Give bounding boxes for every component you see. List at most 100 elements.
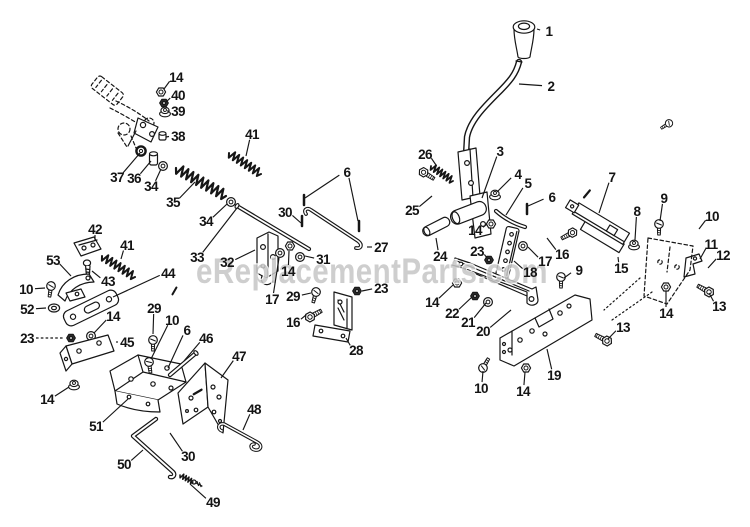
callout-leader xyxy=(419,195,433,208)
callout-label-30: 30 xyxy=(181,449,195,464)
part-nut-22 xyxy=(470,291,480,301)
callout-leader xyxy=(481,370,484,383)
callout-label-30: 30 xyxy=(278,205,292,220)
callout-leader xyxy=(505,187,524,216)
callout-label-6: 6 xyxy=(549,190,557,205)
callout-label-29: 29 xyxy=(286,289,300,304)
callout-label-37: 37 xyxy=(110,170,124,185)
part-nut-4 xyxy=(489,189,501,201)
part-washer-34b xyxy=(226,197,236,207)
callout-leader xyxy=(699,248,707,260)
callout-leader xyxy=(220,360,234,379)
callout-leader xyxy=(458,296,473,310)
callout-leader xyxy=(513,260,523,270)
callout-label-15: 15 xyxy=(614,261,629,276)
callout-leader xyxy=(169,432,183,452)
callout-label-13: 13 xyxy=(616,320,631,335)
callout-label-10: 10 xyxy=(474,381,488,396)
callout-label-1: 1 xyxy=(546,24,554,39)
callout-label-48: 48 xyxy=(247,402,262,417)
callout-label-10: 10 xyxy=(165,313,179,328)
part-bolt-16b xyxy=(559,226,580,243)
watermark-text: eReplacementParts.com xyxy=(196,252,548,291)
callout-label-6: 6 xyxy=(344,165,352,180)
callout-label-33: 33 xyxy=(190,250,205,265)
callout-label-9: 9 xyxy=(661,191,668,206)
callout-leader xyxy=(617,256,620,263)
callout-label-17: 17 xyxy=(265,292,279,307)
callout-leader xyxy=(287,250,290,266)
callout-leader xyxy=(139,160,152,175)
callout-leader xyxy=(496,177,512,193)
part-bolt-13a xyxy=(592,330,615,348)
part-knob-1 xyxy=(512,20,536,60)
callout-label-44: 44 xyxy=(161,266,176,281)
springs-layer xyxy=(100,151,454,485)
callout-leader xyxy=(482,223,488,228)
part-screw-9b xyxy=(556,272,566,289)
callout-leader xyxy=(301,292,312,296)
part-bracket-32 xyxy=(256,231,279,286)
callout-leader xyxy=(183,341,201,362)
part-pin-24 xyxy=(422,216,451,237)
callout-leader xyxy=(54,386,70,397)
part-link-53 xyxy=(57,273,95,302)
part-spacer-38 xyxy=(158,131,167,141)
callout-label-36: 36 xyxy=(127,171,142,186)
callout-leader xyxy=(527,198,544,207)
part-bolt-43 xyxy=(82,259,92,276)
part-bracket-45 xyxy=(59,334,115,372)
callout-label-53: 53 xyxy=(46,253,61,268)
callout-label-32: 32 xyxy=(220,255,234,270)
callout-label-14: 14 xyxy=(281,264,296,279)
part-screw-10b xyxy=(476,355,493,375)
part-spring xyxy=(100,254,136,281)
part-nut-14f xyxy=(660,282,672,292)
callout-label-14: 14 xyxy=(516,384,531,399)
callout-leader xyxy=(707,258,717,269)
callout-leader xyxy=(304,255,315,259)
callout-leader xyxy=(235,249,256,261)
part-pedal-bellcrank xyxy=(127,117,159,147)
part-rod-46 xyxy=(167,350,199,378)
part-nut-14e xyxy=(520,363,532,373)
callout-label-23: 23 xyxy=(20,331,35,346)
callout-label-49: 49 xyxy=(206,495,220,510)
callout-label-3: 3 xyxy=(497,144,505,159)
callout-leader xyxy=(348,177,359,222)
callout-leader xyxy=(527,246,539,258)
callout-label-16: 16 xyxy=(286,315,301,330)
callout-leader xyxy=(245,139,251,157)
callout-label-31: 31 xyxy=(316,252,331,267)
part-nut-23c xyxy=(65,333,77,343)
callout-label-19: 19 xyxy=(547,368,561,383)
part-pin-6c xyxy=(171,286,178,296)
part-housing-phantom xyxy=(603,237,694,321)
callout-leader xyxy=(189,483,207,499)
callout-leader xyxy=(607,330,617,340)
callout-label-40: 40 xyxy=(171,88,185,103)
callout-leader xyxy=(345,337,351,346)
callout-leader xyxy=(59,263,72,277)
callout-label-38: 38 xyxy=(171,129,186,144)
part-nut-14c xyxy=(485,219,497,229)
callout-leader xyxy=(152,313,155,335)
callout-leader xyxy=(563,272,572,279)
part-washer-34a xyxy=(158,161,168,171)
callout-label-4: 4 xyxy=(515,167,523,182)
callout-label-16: 16 xyxy=(555,247,570,262)
callout-label-14: 14 xyxy=(425,295,440,310)
callout-leader xyxy=(272,257,280,294)
callout-label-23: 23 xyxy=(470,244,485,259)
callout-leader xyxy=(483,254,488,259)
callout-label-10: 10 xyxy=(19,282,33,297)
part-rod-5 xyxy=(493,208,528,230)
part-washer-52 xyxy=(47,303,61,313)
part-rod-33 xyxy=(234,203,312,252)
callout-label-14: 14 xyxy=(169,70,184,85)
callout-leader xyxy=(598,182,610,214)
callout-label-2: 2 xyxy=(548,79,555,94)
callout-leader xyxy=(481,156,498,199)
callout-leader xyxy=(163,80,171,90)
